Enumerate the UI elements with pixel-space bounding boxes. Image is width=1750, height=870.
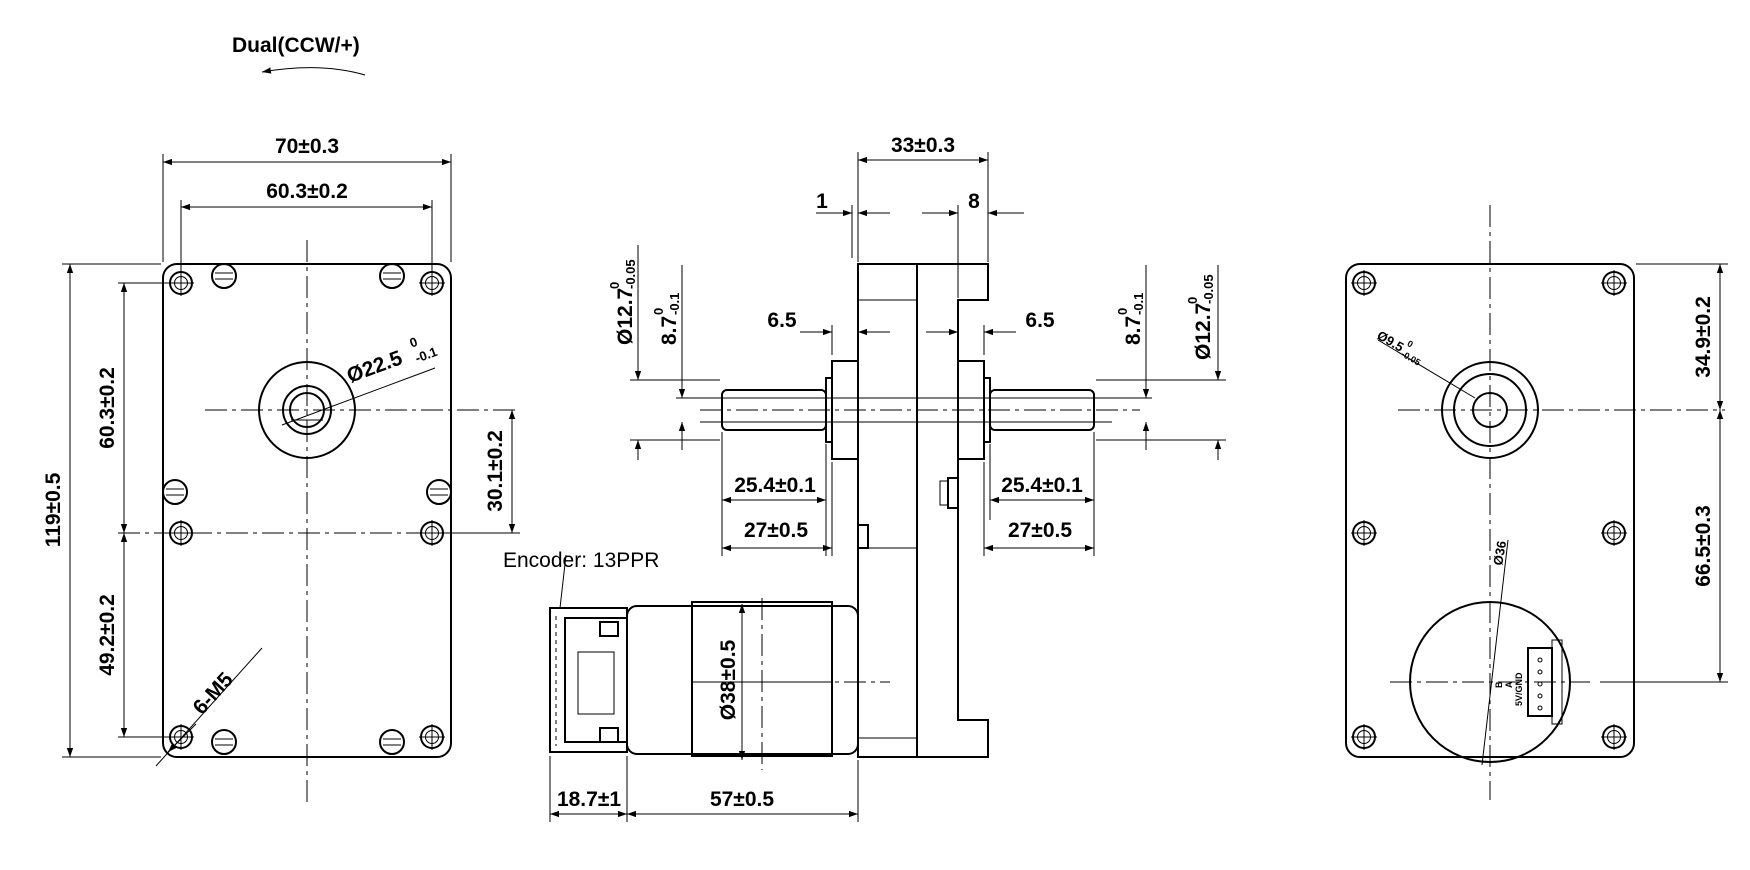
rear-bottom-offset-dim: 66.5±0.3 — [1692, 505, 1715, 587]
screw-icon — [211, 263, 237, 289]
side-right-flat-dim: 8.7 — [1122, 316, 1145, 345]
side-right-shaft-tol-upper: 0 — [1185, 297, 1200, 304]
front-upper-offset-dim: 60.3±0.2 — [96, 367, 119, 449]
front-shaft-offset-dim: 30.1±0.2 — [484, 430, 507, 512]
encoder-label: Encoder: 13PPR — [503, 549, 659, 572]
side-right-shaft-len-dim: 27±0.5 — [1008, 519, 1072, 542]
side-left-flat-dim: 8.7 — [658, 316, 681, 345]
connector-text-b: B — [1494, 681, 1504, 688]
rear-motor-dia-dim: Ø36 — [1490, 540, 1509, 567]
mount-hole-icon — [1350, 723, 1378, 751]
side-right-flat-tol-upper: 0 — [1115, 308, 1130, 315]
screw-icon — [379, 263, 405, 289]
side-right-flat-len-dim: 25.4±0.1 — [1001, 474, 1083, 497]
mount-hole-icon — [1600, 269, 1628, 297]
side-motor-dia-dim: Ø38±0.5 — [717, 639, 740, 720]
rear-boss-tol-upper: 0 — [1405, 338, 1414, 349]
front-boss-tol-lower: -0.1 — [413, 344, 439, 366]
side-left-shaft-len-dim: 27±0.5 — [744, 519, 808, 542]
connector-text-a: A — [1504, 681, 1514, 688]
rear-boss-dia-dim: Ø9.5 — [1375, 328, 1407, 355]
front-view: 70±0.3 60.3±0.2 119±0.5 60.3±0.2 49.2±0.… — [42, 135, 520, 805]
side-encoder-len-dim: 18.7±1 — [557, 788, 621, 811]
side-left-gap-dim: 6.5 — [767, 309, 797, 332]
mount-hole-icon — [1350, 269, 1378, 297]
mount-hole-icon — [418, 269, 446, 297]
side-left-flat-tol-lower: -0.1 — [667, 293, 682, 315]
side-motor-len-dim: 57±0.5 — [710, 788, 774, 811]
side-view: Encoder: 13PPR 33±0.3 1 8 6.5 6.5 Ø12 — [503, 134, 1226, 822]
side-left-lip-dim: 1 — [816, 190, 828, 213]
front-lower-offset-dim: 49.2±0.2 — [96, 594, 119, 676]
side-left-shaft-tol-lower: -0.05 — [623, 259, 638, 289]
mount-hole-icon — [418, 723, 446, 751]
front-hole-span-dim: 60.3±0.2 — [266, 180, 348, 203]
front-mount-holes-label: 6-M5 — [189, 668, 238, 719]
front-boss-dia-dim: Ø22.5 — [344, 346, 406, 387]
front-height-dim: 119±0.5 — [42, 472, 65, 547]
screw-icon — [211, 729, 237, 755]
rear-boss-tol-lower: -0.05 — [1399, 349, 1422, 368]
side-right-shaft-dia-dim: Ø12.7 — [1192, 303, 1215, 360]
rear-view: B A 5V/GND Ø36 Ø9.5 0 -0.05 34.9±0.2 66.… — [1345, 205, 1728, 800]
side-right-shaft-tol-lower: -0.05 — [1201, 274, 1216, 304]
rear-boss — [1441, 361, 1539, 459]
mount-hole-icon — [418, 519, 446, 547]
side-right-gap-dim: 6.5 — [1025, 309, 1055, 332]
side-right-flat-tol-lower: -0.1 — [1131, 293, 1146, 315]
mount-hole-icon — [167, 269, 195, 297]
gearbox-body-outline — [857, 263, 989, 758]
output-boss — [258, 361, 356, 459]
side-left-shaft-tol-upper: 0 — [607, 282, 622, 289]
screw-icon — [426, 479, 452, 505]
screw-icon — [162, 479, 188, 505]
side-left-shaft-dia-dim: Ø12.7 — [614, 288, 637, 345]
rotation-label: Dual(CCW/+) — [232, 34, 360, 57]
side-left-flat-tol-upper: 0 — [651, 308, 666, 315]
front-boss-tol-upper: 0 — [408, 334, 420, 351]
rotation-arrow — [261, 67, 366, 76]
encoder-block — [549, 607, 628, 753]
mount-hole-icon — [1600, 723, 1628, 751]
rear-top-offset-dim: 34.9±0.2 — [1692, 296, 1715, 378]
mount-hole-icon — [167, 519, 195, 547]
side-right-lip-dim: 8 — [968, 190, 980, 213]
screw-icon — [379, 729, 405, 755]
mount-hole-icon — [1350, 519, 1378, 547]
mount-hole-icon — [1600, 519, 1628, 547]
side-left-flat-len-dim: 25.4±0.1 — [734, 474, 816, 497]
side-depth-dim: 33±0.3 — [891, 134, 955, 157]
connector-text-power: 5V/GND — [1514, 672, 1524, 706]
front-width-dim: 70±0.3 — [275, 135, 339, 158]
